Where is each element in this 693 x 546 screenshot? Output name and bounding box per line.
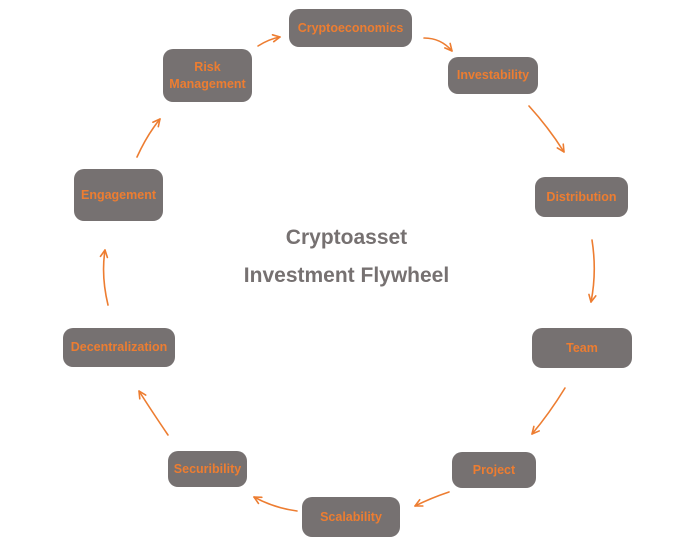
node-risk-management: Risk Management	[163, 49, 252, 102]
arrow-cryptoeconomics-to-investability	[423, 37, 453, 52]
node-distribution: Distribution	[535, 177, 628, 217]
arrow-investability-to-distribution	[528, 105, 565, 153]
node-securibility: Securibility	[168, 451, 247, 487]
arrow-team-to-project	[531, 387, 566, 435]
arrow-decentralization-to-engagement	[99, 249, 109, 306]
node-engagement: Engagement	[74, 169, 163, 221]
arrow-distribution-to-team	[588, 239, 597, 303]
node-label: Investability	[456, 68, 530, 82]
node-label: Cryptoeconomics	[297, 20, 404, 35]
diagram-title-line1: Cryptoasset	[285, 226, 408, 249]
node-label: Securibility	[173, 461, 242, 476]
node-team: Team	[532, 328, 632, 368]
node-decentralization: Decentralization	[63, 328, 175, 367]
node-investability: Investability	[448, 57, 538, 94]
arrow-risk-management-to-cryptoeconomics	[257, 34, 281, 47]
node-label: Engagement	[80, 187, 156, 202]
node-cryptoeconomics: Cryptoeconomics	[289, 9, 412, 47]
node-label: Distribution	[546, 189, 617, 204]
arrow-project-to-scalability	[414, 491, 450, 507]
node-label: Project	[472, 462, 516, 477]
node-label: Scalability	[320, 509, 382, 524]
node-label: Team	[566, 340, 598, 355]
node-project: Project	[452, 452, 536, 488]
node-scalability: Scalability	[302, 497, 400, 537]
diagram-title-line2: Investment Flywheel	[243, 264, 450, 287]
arrow-securibility-to-decentralization	[138, 390, 169, 436]
diagram-title: Cryptoasset Investment Flywheel	[0, 219, 693, 295]
node-label: Decentralization	[70, 340, 168, 354]
node-label: Risk Management	[169, 59, 246, 91]
arrow-engagement-to-risk-management	[136, 118, 161, 158]
arrow-scalability-to-securibility	[253, 496, 298, 512]
